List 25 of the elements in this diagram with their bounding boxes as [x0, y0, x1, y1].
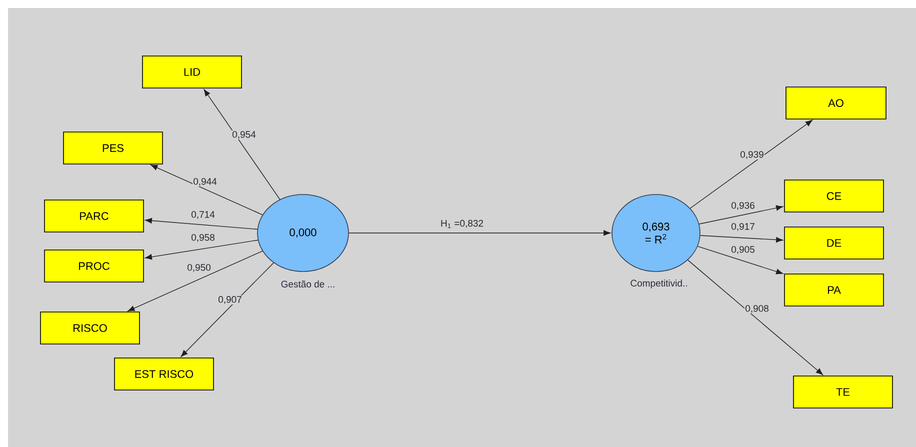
arrow: [145, 240, 258, 260]
indicator-box: PES: [63, 132, 163, 164]
indicator-box: EST RISCO: [114, 358, 214, 390]
arrow: [688, 260, 823, 375]
arrow: [180, 262, 274, 357]
indicator-box: TE: [793, 376, 893, 408]
arrow: [690, 120, 812, 209]
indicator-box: PROC: [44, 250, 144, 282]
indicator-box: PA: [784, 274, 884, 306]
indicator-box: PARC: [44, 200, 144, 232]
arrow: [145, 218, 258, 230]
indicator-box: CE: [784, 180, 884, 212]
arrow: [698, 205, 784, 224]
indicator-box: RISCO: [40, 312, 140, 344]
arrow: [128, 250, 263, 312]
variable-name: Competitivid..: [630, 280, 687, 288]
arrow: [700, 235, 783, 242]
arrow: [348, 230, 610, 236]
indicator-box: AO: [786, 86, 886, 120]
arrow: [697, 246, 784, 274]
arrow: [150, 164, 263, 216]
arrow: [204, 89, 280, 200]
variable-name: Gestão de ...: [281, 280, 334, 288]
indicator-box: DE: [784, 226, 884, 260]
indicator-box: LID: [142, 56, 242, 88]
